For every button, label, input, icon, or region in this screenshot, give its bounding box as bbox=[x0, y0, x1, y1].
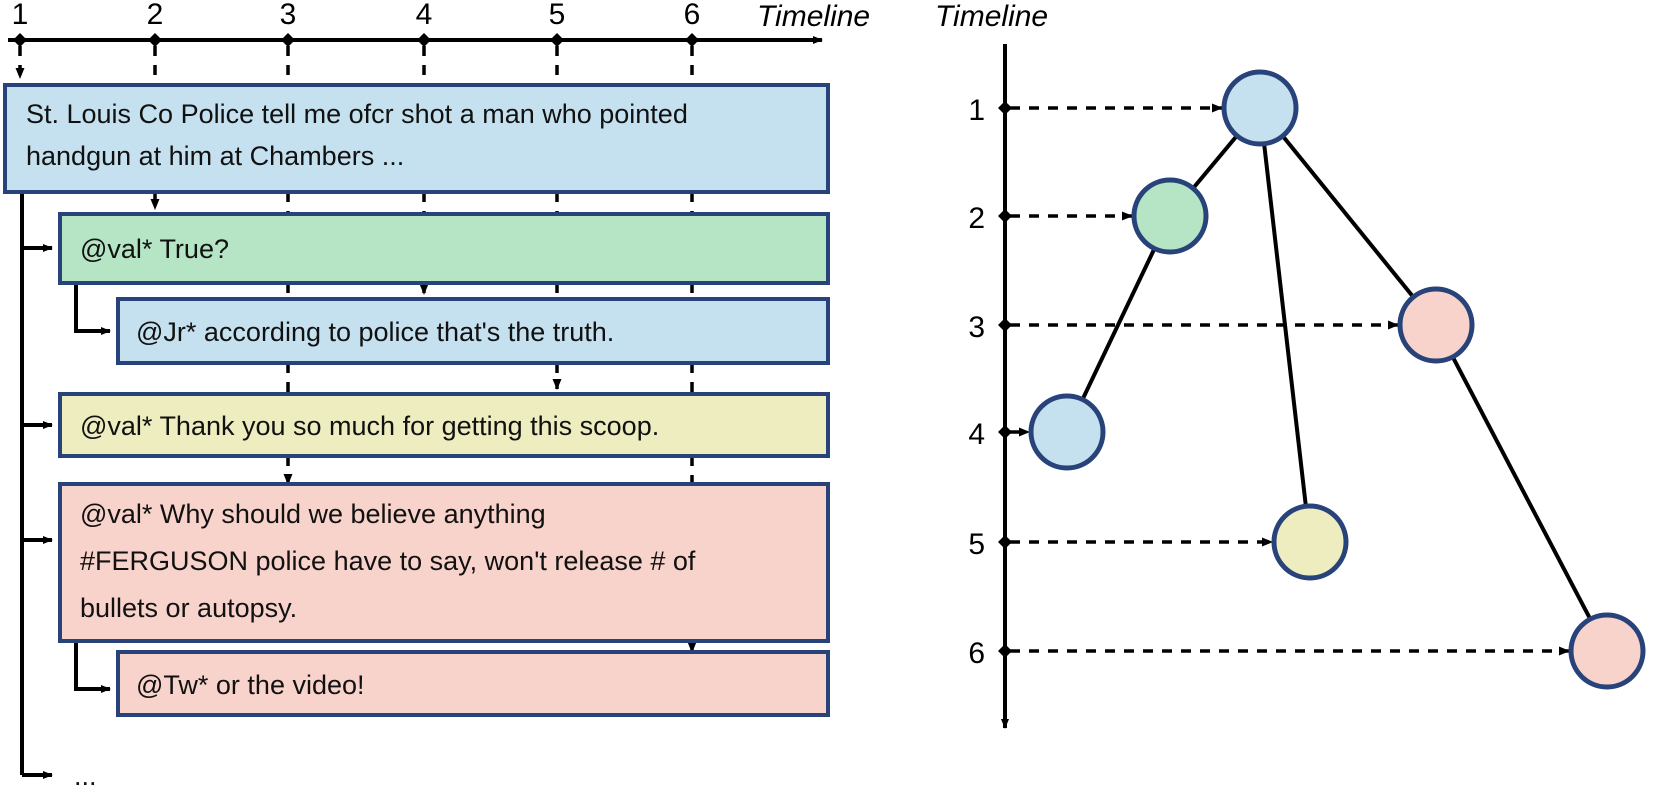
tick-marker-3 bbox=[281, 33, 295, 47]
message-box-rect[interactable] bbox=[58, 212, 830, 285]
right-tick-label-1: 1 bbox=[968, 94, 985, 127]
left-tick-label-3: 3 bbox=[280, 0, 297, 31]
right-tick-label-2: 2 bbox=[968, 202, 985, 235]
message-text-line: @Jr* according to police that's the trut… bbox=[136, 317, 614, 347]
message-text-line: #FERGUSON police have to say, won't rele… bbox=[80, 546, 696, 576]
left-timeline-ticks bbox=[13, 33, 699, 47]
right-timeline-axis-label: Timeline bbox=[935, 0, 1048, 33]
message-text-line: @val* Why should we believe anything bbox=[80, 499, 546, 529]
tree-nodes bbox=[1028, 69, 1646, 690]
tree-edge-n2-n4 bbox=[1065, 215, 1172, 433]
tree-node-3[interactable] bbox=[1397, 286, 1475, 364]
right-tick-label-6: 6 bbox=[968, 637, 985, 670]
right-tick-label-5: 5 bbox=[968, 528, 985, 561]
tick-marker-6 bbox=[685, 33, 699, 47]
tree-node-2[interactable] bbox=[1131, 177, 1209, 255]
message-box-root[interactable]: St. Louis Co Police tell me ofcr shot a … bbox=[3, 83, 830, 194]
right-tick-label-3: 3 bbox=[968, 311, 985, 344]
left-tick-label-1: 1 bbox=[12, 0, 29, 31]
message-box-reply-5[interactable]: @Tw* or the video! bbox=[116, 650, 830, 717]
tick-marker-4 bbox=[417, 33, 431, 47]
message-text-line: St. Louis Co Police tell me ofcr shot a … bbox=[26, 99, 688, 129]
left-tick-label-2: 2 bbox=[147, 0, 164, 31]
connector-pink-to-tw bbox=[74, 641, 111, 693]
message-box-reply-1[interactable]: @val* True? bbox=[58, 212, 830, 285]
tree-node-6[interactable] bbox=[1568, 612, 1646, 690]
tick-marker-3 bbox=[998, 318, 1012, 332]
tree-node-4[interactable] bbox=[1028, 393, 1106, 471]
message-box-rect[interactable] bbox=[58, 482, 830, 643]
tick-marker-4 bbox=[998, 425, 1012, 439]
tick-marker-1 bbox=[13, 33, 27, 47]
timeline-droplines bbox=[15, 46, 697, 653]
continuation-ellipsis: ... bbox=[74, 761, 97, 786]
left-tick-label-4: 4 bbox=[416, 0, 433, 31]
tree-edge-n1-n5 bbox=[1258, 107, 1312, 543]
right-tick-label-4: 4 bbox=[968, 418, 985, 451]
tree-node-5[interactable] bbox=[1271, 503, 1349, 581]
node-leaders bbox=[1010, 103, 1570, 656]
tick-marker-1 bbox=[998, 101, 1012, 115]
message-box-reply-2[interactable]: @Jr* according to police that's the trut… bbox=[116, 297, 830, 365]
right-timeline-ticks bbox=[998, 101, 1012, 658]
message-box-rect[interactable] bbox=[3, 83, 830, 194]
message-text-line: handgun at him at Chambers ... bbox=[26, 141, 404, 171]
message-box-rect[interactable] bbox=[116, 650, 830, 717]
message-box-rect[interactable] bbox=[116, 297, 830, 365]
message-text-line: bullets or autopsy. bbox=[80, 593, 297, 623]
left-tick-label-6: 6 bbox=[684, 0, 701, 31]
tree-edge-n1-n3 bbox=[1258, 106, 1438, 327]
reply-connectors bbox=[20, 191, 111, 779]
message-box-reply-3[interactable]: @val* Thank you so much for getting this… bbox=[58, 392, 830, 458]
message-box-rect[interactable] bbox=[58, 392, 830, 458]
tree-node-1[interactable] bbox=[1221, 69, 1299, 147]
connector-green-to-jr bbox=[74, 282, 111, 335]
left-timeline-axis-label: Timeline bbox=[757, 0, 870, 33]
message-box-reply-4[interactable]: @val* Why should we believe anything #FE… bbox=[58, 482, 830, 643]
tree-edge-n3-n6 bbox=[1434, 324, 1609, 652]
message-text-line: @val* True? bbox=[80, 234, 229, 264]
tick-marker-2 bbox=[998, 209, 1012, 223]
tick-marker-6 bbox=[998, 644, 1012, 658]
tick-marker-5 bbox=[998, 535, 1012, 549]
tick-marker-5 bbox=[550, 33, 564, 47]
left-panel: 1 2 3 4 5 6 Timeline bbox=[3, 0, 870, 786]
message-text-line: @val* Thank you so much for getting this… bbox=[80, 411, 659, 441]
message-text-line: @Tw* or the video! bbox=[136, 670, 365, 700]
right-panel: Timeline 1 2 3 4 5 6 bbox=[935, 0, 1646, 729]
left-tick-label-5: 5 bbox=[549, 0, 566, 31]
tick-marker-2 bbox=[148, 33, 162, 47]
